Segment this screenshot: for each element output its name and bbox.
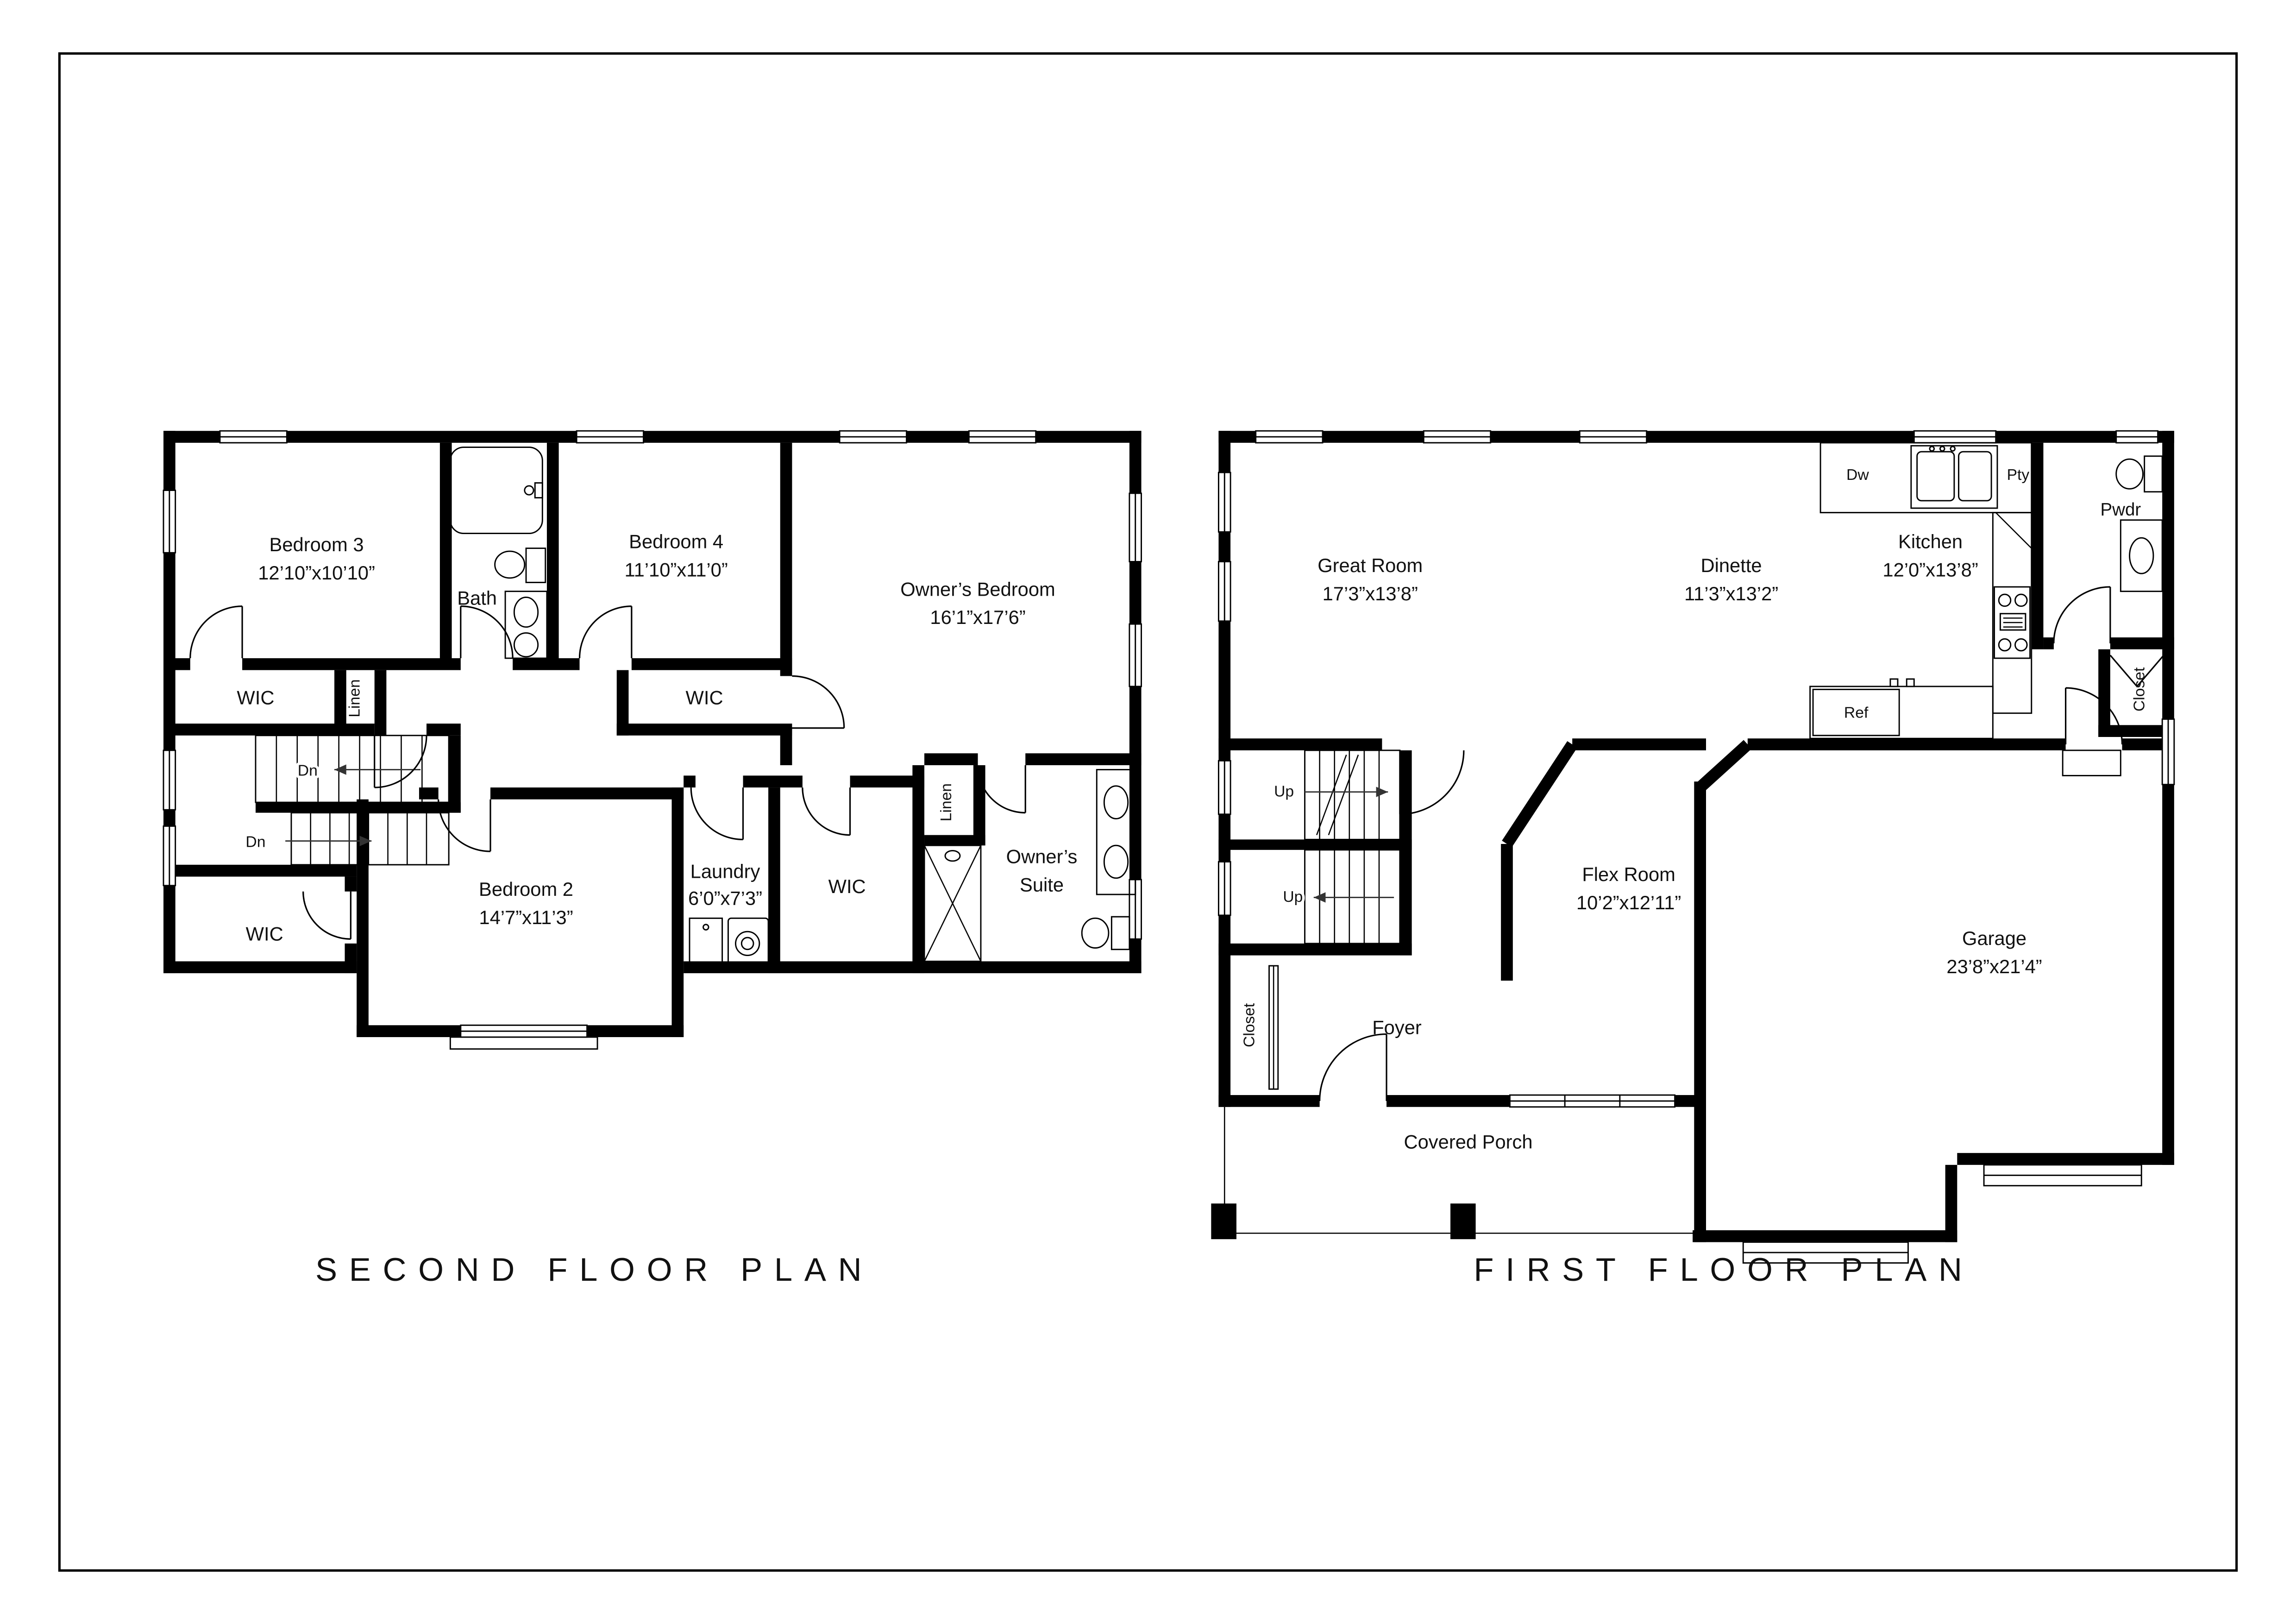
kitchen-label: Kitchen xyxy=(1898,531,1963,553)
closet-foyer-label: Closet xyxy=(1241,1003,1258,1047)
kitchen-counter xyxy=(1819,442,2033,514)
dinette-dims: 11’3”x13’2” xyxy=(1684,583,1778,604)
kitchen-dims: 12’0”x13’8” xyxy=(1882,559,1978,581)
bathtub-icon xyxy=(449,447,543,535)
dn-upper-label: Dn xyxy=(298,762,318,779)
porch-post xyxy=(1211,1203,1236,1240)
laundry-sink-icon xyxy=(689,917,723,967)
washer-icon xyxy=(727,917,769,967)
owners-bedroom-dims: 16’1”x17’6” xyxy=(930,606,1025,628)
garage-dims: 23’8”x21’4” xyxy=(1946,956,2042,977)
shower-icon xyxy=(923,844,982,962)
second-floor-title: SECOND FLOOR PLAN xyxy=(315,1251,873,1288)
laundry-label: Laundry xyxy=(690,861,760,882)
second-floor-doors xyxy=(189,605,1026,940)
pwdr-toilet-icon xyxy=(2115,455,2163,493)
ref-label: Ref xyxy=(1844,704,1869,721)
pwdr-sink-icon xyxy=(2120,519,2163,592)
stove-icon xyxy=(1994,586,2031,659)
first-floor-labels: Great Room 17’3”x13’8” Dinette 11’3”x13’… xyxy=(1241,466,2148,1152)
bedroom3-dims: 12’10”x10’10” xyxy=(258,562,375,584)
bedroom3-label: Bedroom 3 xyxy=(270,534,364,555)
up-lower-label: Up xyxy=(1283,888,1303,906)
kitchen-side-counter xyxy=(1992,512,2033,714)
wic-mid-label: WIC xyxy=(828,875,866,897)
pantry-corner xyxy=(1995,512,2032,549)
covered-porch-label: Covered Porch xyxy=(1404,1131,1532,1153)
first-floor-plan: Great Room 17’3”x13’8” Dinette 11’3”x13’… xyxy=(1211,430,2175,1264)
covered-porch-outline xyxy=(1211,1107,1694,1240)
ref-counter xyxy=(1809,678,1994,739)
first-floor-windows xyxy=(1217,430,2175,1264)
pwdr-fixtures xyxy=(2115,455,2163,592)
first-floor-title: FIRST FLOOR PLAN xyxy=(1474,1251,1974,1288)
second-floor-walls xyxy=(163,431,1142,1037)
great-room-label: Great Room xyxy=(1317,554,1423,576)
first-floor-walls xyxy=(1218,431,2174,1242)
second-floor-fixtures xyxy=(449,447,1136,967)
garage-door-right xyxy=(1983,1164,2142,1187)
dn-lower-label: Dn xyxy=(245,833,265,850)
dw-label: Dw xyxy=(1846,466,1869,484)
bay-window xyxy=(460,1024,588,1038)
page-border xyxy=(58,52,2238,1572)
linen-upper-label: Linen xyxy=(346,679,364,717)
pwdr-label: Pwdr xyxy=(2100,500,2141,520)
up-upper-label: Up xyxy=(1274,783,1294,800)
bedroom4-label: Bedroom 4 xyxy=(629,531,723,553)
wic-upper-left-label: WIC xyxy=(237,686,274,708)
porch-post xyxy=(1450,1203,1476,1240)
second-floor-labels: Bedroom 3 12’10”x10’10” Bath Bedroom 4 1… xyxy=(237,531,1077,945)
bath-toilet-icon xyxy=(494,548,546,583)
wic-lower-left-label: WIC xyxy=(246,923,283,944)
foyer-label: Foyer xyxy=(1372,1017,1422,1039)
bedroom4-dims: 11’10”x11’0” xyxy=(624,559,728,581)
pty-label: Pty xyxy=(2007,466,2030,484)
bedroom2-label: Bedroom 2 xyxy=(479,878,573,900)
kitchen-fixtures xyxy=(1809,442,2033,739)
bath-sinks-icon xyxy=(504,591,548,659)
great-room-dims: 17’3”x13’8” xyxy=(1323,583,1418,604)
dinette-label: Dinette xyxy=(1700,554,1762,576)
bath-label: Bath xyxy=(457,587,497,609)
linen-lower-label: Linen xyxy=(938,783,955,821)
garage-label: Garage xyxy=(1962,927,2026,949)
flex-room-dims: 10’2”x12’11” xyxy=(1576,892,1681,913)
refrigerator-icon xyxy=(1812,688,1900,736)
kitchen-sink-icon xyxy=(1910,445,1998,509)
second-floor-windows xyxy=(163,430,1142,1050)
laundry-dims: 6’0”x7’3” xyxy=(688,887,762,909)
suite-sinks-icon xyxy=(1096,769,1136,895)
owners-suite-label-2: Suite xyxy=(1020,874,1064,896)
owners-suite-label-1: Owner’s xyxy=(1006,846,1078,868)
flex-room-label: Flex Room xyxy=(1582,863,1675,885)
closet-right-label: Closet xyxy=(2131,667,2148,711)
garage-door-left xyxy=(1742,1241,1909,1264)
second-floor-stairs xyxy=(255,735,450,866)
flex-front-window xyxy=(1509,1094,1676,1108)
second-floor-plan: Bedroom 3 12’10”x10’10” Bath Bedroom 4 1… xyxy=(163,430,1142,1050)
bedroom2-dims: 14’7”x11’3” xyxy=(479,906,573,928)
first-floor-stairs xyxy=(1304,749,1401,944)
owners-bedroom-label: Owner’s Bedroom xyxy=(900,578,1055,600)
suite-toilet-icon xyxy=(1081,916,1130,950)
wic-upper-right-label: WIC xyxy=(686,686,723,708)
first-floor-doors xyxy=(1268,586,2164,1101)
